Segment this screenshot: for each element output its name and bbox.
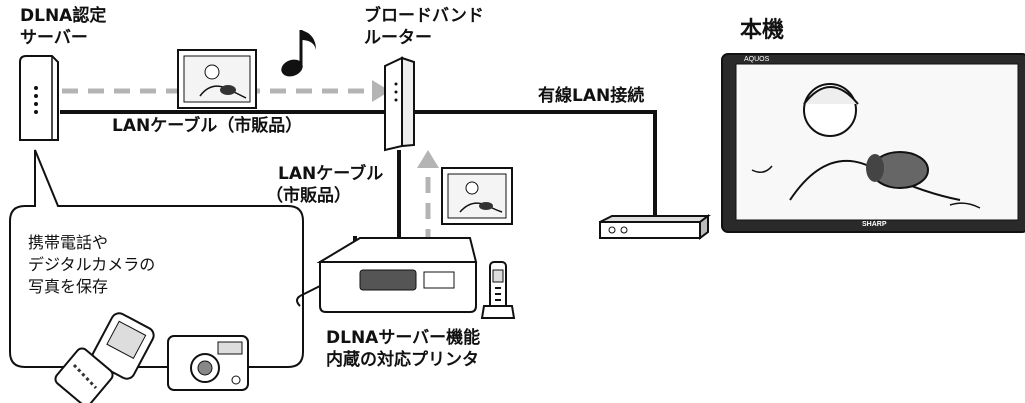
dlna-server-label-line2: サーバー [20, 28, 88, 48]
mobile-phone-icon [54, 312, 155, 403]
music-note-icon [281, 30, 316, 77]
main-unit-label: 本機 [740, 18, 785, 43]
cable-router-settop [412, 110, 657, 222]
dlna-server-label-line1: DLNA認定 [20, 6, 107, 26]
dlna-server-icon [19, 55, 59, 141]
printer-icon [296, 236, 478, 313]
printer-label-line2: 内蔵の対応プリンタ [326, 350, 479, 370]
router-icon [384, 56, 415, 152]
tv-icon [721, 53, 1025, 233]
tv-maker-label: SHARP [862, 221, 887, 228]
lan-cable-mid-label-line1: LANケーブル [278, 164, 384, 184]
bubble-text-line1: 携帯電話や [28, 233, 109, 252]
photo-icon [177, 49, 257, 109]
router-label-line1: ブロードバンド [364, 6, 484, 26]
lan-cable-mid-label-line2: （市販品） [266, 186, 351, 206]
lan-cable-top-label: LANケーブル（市販品） [112, 116, 303, 136]
bubble-text-line2: デジタルカメラの [28, 255, 156, 274]
photo-icon-2 [441, 167, 513, 225]
speech-bubble [9, 149, 304, 368]
cordless-phone-icon [480, 261, 516, 319]
wired-lan-label: 有線LAN接続 [538, 86, 645, 106]
digital-camera-icon [167, 335, 249, 391]
lan-cables [60, 110, 657, 238]
bubble-text-line3: 写真を保存 [28, 277, 109, 296]
set-top-box-icon [599, 214, 711, 240]
router-label-line2: ルーター [364, 28, 432, 48]
dashed-arrow-horizontal [62, 80, 390, 102]
dashed-arrow-vertical [417, 150, 439, 245]
tv-brand-label: AQUOS [744, 56, 770, 63]
printer-label-line1: DLNAサーバー機能 [326, 328, 481, 348]
